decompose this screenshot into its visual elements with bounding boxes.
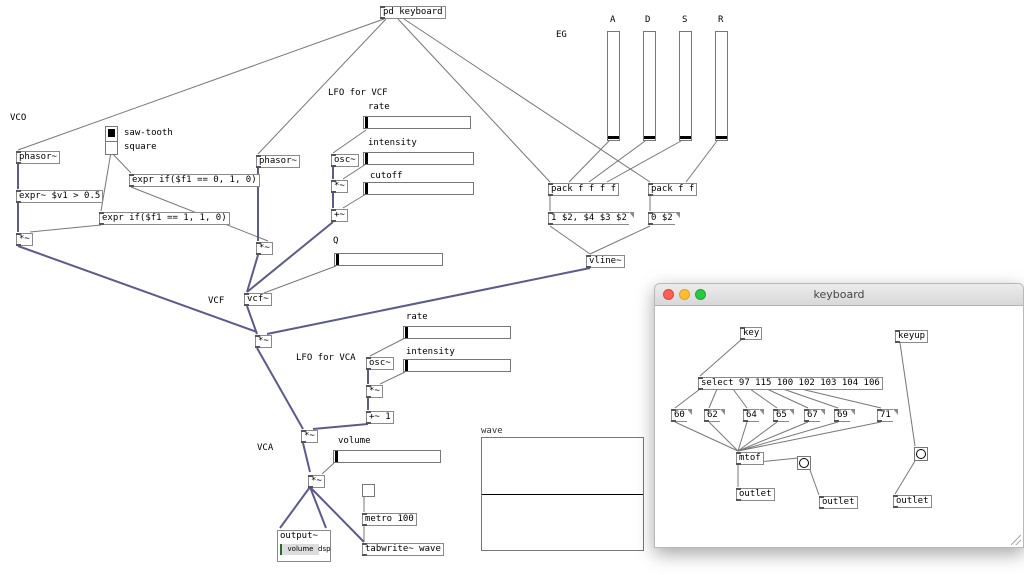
expr-select-square[interactable]: expr if($f1 == 1, 1, 0) [99,212,230,225]
decay-label: D [645,15,651,25]
intensity2-label: intensity [406,347,455,357]
phasor-object-vco[interactable]: phasor~ [16,151,60,164]
waveform-radio[interactable] [105,126,118,155]
window-title: keyboard [813,288,865,301]
envelope-attack-message[interactable]: 1 $2, $4 $3 $2 [548,212,634,225]
add-object-cutoff[interactable]: +~ [331,209,348,222]
pack-object-adsr[interactable]: pack f f f f [548,183,620,196]
envelope-release-message-text: 0 $2 [651,213,673,223]
window-titlebar[interactable]: keyboard [655,284,1023,306]
close-button-icon[interactable] [663,289,674,300]
mul-object-envelope[interactable]: *~ [255,335,272,348]
sustain-label: S [682,15,688,25]
phasor-object-vcf[interactable]: phasor~ [256,155,300,168]
square-label: square [124,142,157,152]
output-abstraction[interactable]: output~ volume dsp [277,530,331,562]
q-slider[interactable] [334,253,443,266]
rate2-label: rate [406,312,428,322]
pd-keyboard-subpatch[interactable]: pd keyboard [380,6,446,19]
note-71-text: 71 [880,410,891,420]
mul-object-vca-intensity[interactable]: *~ [366,385,383,398]
attack-label: A [610,15,616,25]
output-dsp-toggle[interactable]: dsp [318,545,331,553]
note-message-60[interactable]: 60 [671,409,692,422]
vco-label: VCO [10,113,27,123]
lfo-vca-label: LFO for VCA [296,353,356,363]
rate-label: rate [368,102,390,112]
note-on-bang[interactable] [797,456,811,470]
note-62-text: 62 [707,410,718,420]
minimize-button-icon[interactable] [679,289,690,300]
add-one-object[interactable]: +~ 1 [366,411,394,424]
vcf-lfo-intensity-slider[interactable] [363,152,474,165]
release-slider[interactable] [715,31,728,141]
metro-toggle[interactable] [362,484,375,497]
output-title: output~ [280,531,318,541]
keyup-object[interactable]: keyup [895,330,929,343]
vca-label: VCA [257,443,274,453]
vcf-label: VCF [208,296,225,306]
zoom-button-icon[interactable] [695,289,706,300]
resize-grip-icon[interactable] [1011,535,1021,545]
mul-object-intensity[interactable]: *~ [331,180,348,193]
outlet-note-off[interactable]: outlet [893,495,932,508]
lfo-vcf-label: LFO for VCF [328,88,388,98]
note-message-71[interactable]: 71 [877,409,898,422]
outlet-frequency[interactable]: outlet [736,488,775,501]
mul-object-vca[interactable]: *~ [301,430,318,443]
note-off-bang[interactable] [914,447,928,461]
select-object[interactable]: select 97 115 100 102 103 104 106 [698,377,883,390]
note-message-69[interactable]: 69 [834,409,855,422]
sustain-slider[interactable] [679,31,692,141]
attack-slider[interactable] [607,31,620,141]
note-message-62[interactable]: 62 [704,409,725,422]
sawtooth-label: saw-tooth [124,128,173,138]
decay-slider[interactable] [643,31,656,141]
note-message-64[interactable]: 64 [743,409,764,422]
osc-object-vcf[interactable]: osc~ [331,154,359,167]
output-volume-control[interactable]: volume [280,544,319,555]
note-message-67[interactable]: 67 [804,409,825,422]
vca-lfo-intensity-slider[interactable] [403,359,511,372]
volume-slider[interactable] [333,450,441,463]
eg-label: EG [556,30,567,40]
osc-object-vca[interactable]: osc~ [366,357,394,370]
volume-label: volume [338,436,371,446]
vcf-object[interactable]: vcf~ [244,293,272,306]
keyboard-window[interactable]: keyboard [654,283,1024,548]
mul-object-sync[interactable]: *~ [255,242,273,255]
cutoff-label: cutoff [370,171,403,181]
mul-object-vco[interactable]: *~ [16,233,33,246]
keyboard-canvas[interactable]: key keyup select 97 115 100 102 103 104 … [655,306,1023,547]
wave-array-graph[interactable] [481,437,644,551]
envelope-release-message[interactable]: 0 $2 [648,212,680,225]
note-65-text: 65 [776,410,787,420]
pack-object-release[interactable]: pack f f [648,183,698,196]
envelope-attack-message-text: 1 $2, $4 $3 $2 [551,213,627,223]
metro-object[interactable]: metro 100 [362,513,417,526]
release-label: R [718,15,724,25]
tabwrite-object[interactable]: tabwrite~ wave [362,543,444,556]
outlet-note-on[interactable]: outlet [819,496,858,509]
note-64-text: 64 [746,410,757,420]
mul-object-volume[interactable]: *~ [308,475,325,488]
vcf-lfo-rate-slider[interactable] [363,116,471,129]
key-object[interactable]: key [740,327,763,340]
note-67-text: 67 [807,410,818,420]
keyboard-patch-cords [674,338,916,496]
note-60-text: 60 [674,410,685,420]
expr-select-saw[interactable]: expr if($f1 == 0, 1, 0) [129,174,260,187]
mtof-object[interactable]: mtof [736,452,764,465]
vca-lfo-rate-slider[interactable] [403,326,511,339]
cutoff-slider[interactable] [363,182,474,195]
note-69-text: 69 [837,410,848,420]
vline-object[interactable]: vline~ [586,255,625,268]
q-label: Q [333,236,339,246]
note-message-65[interactable]: 65 [773,409,794,422]
wave-graph-label: wave [481,426,503,436]
expr-vco-object[interactable]: expr~ $v1 > 0.5 [16,190,104,203]
intensity-label: intensity [368,138,417,148]
